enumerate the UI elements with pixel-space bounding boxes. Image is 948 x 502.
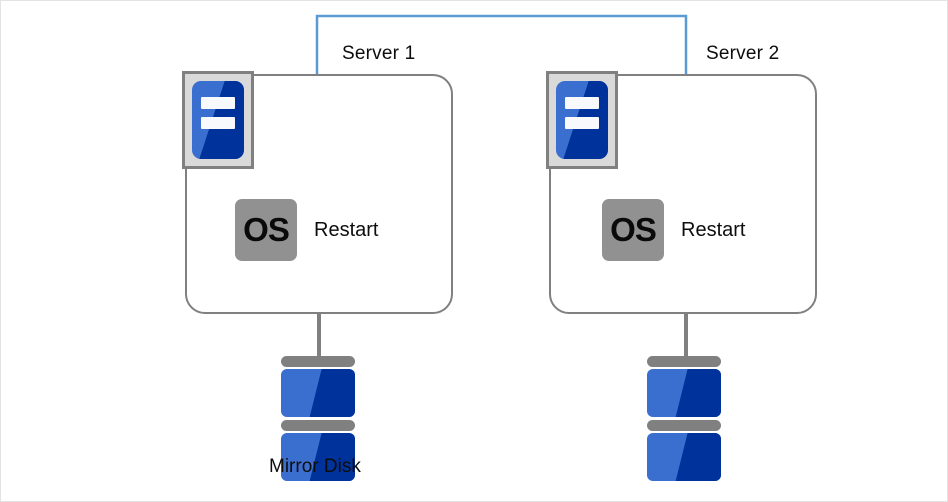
mirror-disk-label: Mirror Disk: [269, 456, 361, 477]
disk-bar-top: [647, 356, 721, 367]
chassis-bay-2: [565, 117, 599, 129]
disk-bar-top: [281, 356, 355, 367]
chassis-bay-1: [201, 97, 235, 109]
os-status-text-1: Restart: [314, 218, 379, 241]
disk-platter-2: [281, 433, 355, 481]
disk-bar-middle: [647, 420, 721, 431]
os-status-row-1: OS Restart: [235, 199, 378, 261]
server-label-2: Server 2: [706, 43, 780, 64]
os-chip-icon-1: OS: [235, 199, 297, 261]
server-chassis-icon: [192, 81, 244, 159]
chassis-bay-1: [565, 97, 599, 109]
mirror-disk-icon-2: [647, 356, 721, 484]
disk-platter-1: [281, 369, 355, 417]
disk-platter-shade: [281, 433, 355, 481]
mirror-disk-icon-1: [281, 356, 355, 484]
disk-bar-middle: [281, 420, 355, 431]
disk-platter-2: [647, 433, 721, 481]
server-icon-1: [182, 71, 254, 169]
disk-connector-1: [317, 314, 321, 356]
os-status-row-2: OS Restart: [602, 199, 745, 261]
os-chip-icon-2: OS: [602, 199, 664, 261]
disk-platter-1: [647, 369, 721, 417]
disk-connector-2: [684, 314, 688, 356]
disk-platter-shade: [647, 433, 721, 481]
server-chassis-icon: [556, 81, 608, 159]
disk-platter-shade: [647, 369, 721, 417]
server-icon-2: [546, 71, 618, 169]
chassis-bay-2: [201, 117, 235, 129]
os-status-text-2: Restart: [681, 218, 746, 241]
server-label-1: Server 1: [342, 43, 416, 64]
disk-platter-shade: [281, 369, 355, 417]
